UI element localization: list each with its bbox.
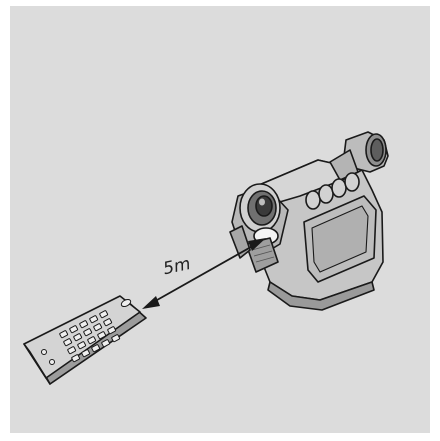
double-arrow-icon — [142, 238, 266, 309]
distance-label: 5m — [161, 254, 192, 279]
camcorder-icon — [230, 132, 388, 310]
remote-control-icon — [24, 296, 146, 384]
